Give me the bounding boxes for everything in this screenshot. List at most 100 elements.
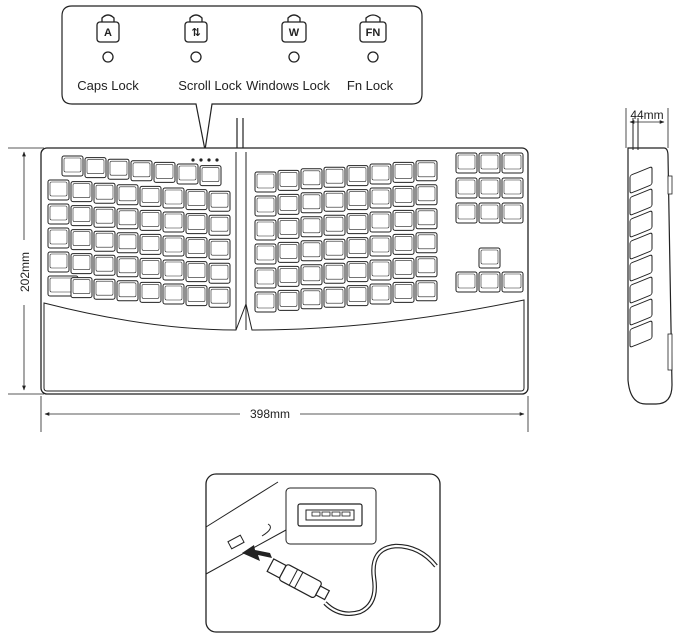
- key-top: [457, 179, 476, 195]
- key-top: [457, 273, 476, 289]
- key: [139, 185, 162, 207]
- key-top: [141, 260, 160, 275]
- key-top: [302, 290, 321, 306]
- key-top: [348, 191, 367, 206]
- key-top: [325, 192, 344, 208]
- key: [478, 271, 501, 293]
- key-top: [417, 282, 436, 298]
- key: [346, 165, 369, 187]
- key-top: [371, 213, 390, 229]
- key-top: [457, 204, 476, 220]
- key-top: [371, 237, 390, 253]
- key: [84, 157, 107, 179]
- key: [478, 247, 501, 269]
- key-top: [210, 216, 229, 232]
- key-top: [325, 264, 344, 280]
- key: [185, 213, 208, 235]
- key: [300, 168, 323, 190]
- key-top: [480, 154, 499, 170]
- side-key: [629, 298, 653, 326]
- key-top: [480, 249, 499, 265]
- status-led: [199, 158, 203, 162]
- key-top: [210, 264, 229, 280]
- key-top: [118, 210, 137, 226]
- key-top: [164, 213, 183, 229]
- numpad-cluster: [455, 152, 524, 293]
- key: [107, 158, 130, 180]
- key-top: [325, 168, 344, 184]
- key: [323, 286, 346, 308]
- key-top: [348, 263, 367, 278]
- key-top: [178, 165, 197, 181]
- key: [277, 169, 300, 191]
- key-top: [72, 279, 91, 294]
- key-top: [348, 287, 367, 302]
- key: [369, 211, 392, 233]
- key: [369, 283, 392, 305]
- key: [254, 219, 277, 241]
- key: [300, 216, 323, 238]
- key: [501, 271, 524, 293]
- key: [323, 238, 346, 260]
- key: [185, 237, 208, 259]
- key-top: [49, 253, 68, 269]
- key: [47, 251, 70, 273]
- key-top: [118, 282, 137, 298]
- key: [116, 256, 139, 278]
- key: [300, 192, 323, 214]
- key-top: [503, 179, 522, 195]
- key-top: [95, 208, 114, 224]
- key-top: [72, 255, 91, 270]
- key-top: [394, 164, 413, 179]
- key-top: [394, 284, 413, 299]
- status-led: [215, 158, 219, 162]
- key-top: [348, 239, 367, 254]
- key: [70, 181, 93, 203]
- key-top: [164, 261, 183, 277]
- key: [346, 189, 369, 211]
- key-top: [95, 232, 114, 248]
- windows-lock-icon: [281, 21, 307, 43]
- side-key: [629, 276, 653, 304]
- fn-lock-label: Fn Lock: [347, 78, 394, 93]
- key-top: [49, 181, 68, 197]
- key: [254, 171, 277, 193]
- key: [208, 286, 231, 308]
- key-top: [187, 215, 206, 230]
- key: [369, 187, 392, 209]
- key-top: [394, 260, 413, 275]
- key: [501, 202, 524, 224]
- key: [162, 187, 185, 209]
- key: [455, 271, 478, 293]
- right-key-cluster: [254, 160, 438, 313]
- key: [93, 206, 116, 228]
- key-top: [417, 258, 436, 274]
- key: [185, 261, 208, 283]
- key: [346, 213, 369, 235]
- key-top: [417, 210, 436, 226]
- key: [392, 185, 415, 207]
- key-top: [132, 162, 151, 178]
- key-top: [49, 205, 68, 221]
- key: [93, 254, 116, 276]
- key: [70, 277, 93, 299]
- key-top: [187, 239, 206, 254]
- key: [300, 288, 323, 310]
- key-top: [371, 165, 390, 181]
- key-top: [210, 288, 229, 304]
- key-top: [348, 215, 367, 230]
- indicator-windows-lock: W Windows Lock: [246, 14, 330, 93]
- palm-rest: [43, 299, 525, 392]
- key: [346, 237, 369, 259]
- keyboard-side-view: 44mm: [625, 108, 673, 405]
- width-dimension-label: 398mm: [250, 407, 290, 421]
- key: [185, 189, 208, 211]
- key-top: [187, 263, 206, 278]
- key-top: [86, 159, 105, 174]
- key: [116, 280, 139, 302]
- key-top: [279, 244, 298, 259]
- key: [199, 165, 222, 187]
- key: [415, 208, 438, 230]
- side-key: [629, 210, 653, 238]
